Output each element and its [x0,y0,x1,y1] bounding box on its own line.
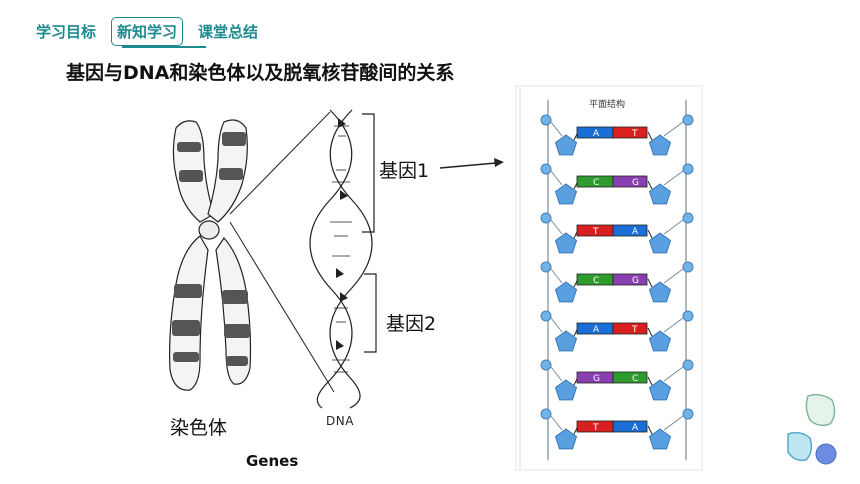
bond-left [550,317,563,333]
phosphate-right [682,114,694,126]
phosphate-right [682,408,694,420]
sugar-right [648,183,672,205]
gene2-bracket [364,273,377,353]
base-link-right [647,327,653,337]
phosphate-left [540,163,552,175]
sugar-left [554,428,578,450]
base-letter-right: G [632,276,639,286]
base-right [612,322,648,335]
top-nav: 学习目标 新知学习 课堂总结 [33,14,273,48]
sugar-left [554,183,578,205]
gene1-label: 基因1 [379,160,430,182]
phosphate-left [540,310,552,322]
bond-left [550,170,563,186]
base-link-right [647,425,653,435]
phosphate-right [682,359,694,371]
phosphate-left [540,212,552,224]
base-right [612,175,648,188]
dna-helix [309,109,373,409]
base-letter-right: T [631,129,638,139]
base-link-right [647,229,653,239]
sugar-right [648,281,672,303]
gene2-label: 基因2 [386,313,437,335]
phosphate-right [682,261,694,273]
base-letter-left: T [592,227,599,237]
bond-right [663,219,684,235]
base-letter-right: G [632,178,639,188]
phosphate-right [682,310,694,322]
arrow-to-structure [439,158,504,169]
base-letter-right: C [632,374,638,384]
sugar-left [554,134,578,156]
zoom-lines [229,111,335,393]
sugar-right [648,232,672,254]
bond-right [663,268,684,284]
page-title: 基因与DNA和染色体以及脱氧核苷酸间的关系 [66,62,455,84]
base-letter-right: A [632,423,639,433]
base-letter-left: A [593,129,600,139]
sugar-left [554,281,578,303]
sugar-left [554,232,578,254]
phosphate-right [682,212,694,224]
sugar-right [648,134,672,156]
base-link-right [647,180,653,190]
base-right [612,420,648,433]
gene1-bracket [362,113,375,233]
tab-class-summary[interactable]: 课堂总结 [198,22,259,41]
base-pairs: A T C G T A C G A T G C T A [540,114,694,450]
bond-left [550,268,563,284]
base-right [612,126,648,139]
bond-left [550,366,563,382]
phosphate-left [540,114,552,126]
active-tab-underline [122,46,206,48]
decorative-blobs [787,393,837,465]
base-right [612,371,648,384]
phosphate-left [540,261,552,273]
base-right [612,273,648,286]
bond-left [550,219,563,235]
genes-label: Genes [246,452,299,470]
flat-structure-title: 平面结构 [589,100,626,110]
chromosome-image [169,119,252,391]
sugar-right [648,330,672,352]
bond-right [663,170,684,186]
dna-label: DNA [326,414,354,428]
base-right [612,224,648,237]
sugar-left [554,330,578,352]
tab-new-knowledge[interactable]: 新知学习 [111,16,184,46]
base-letter-left: T [592,423,599,433]
phosphate-left [540,359,552,371]
bond-right [663,415,684,431]
chromosome-label: 染色体 [170,417,228,439]
base-letter-left: A [593,325,600,335]
base-link-right [647,376,653,386]
phosphate-left [540,408,552,420]
tab-learning-goals[interactable]: 学习目标 [36,22,97,41]
sugar-right [648,428,672,450]
base-letter-left: C [593,178,599,188]
bond-left [550,415,563,431]
bond-left [550,121,563,137]
phosphate-right [682,163,694,175]
sugar-left [554,379,578,401]
base-letter-left: G [593,374,600,384]
bond-right [663,121,684,137]
base-link-right [647,278,653,288]
bond-right [663,317,684,333]
base-letter-left: C [593,276,599,286]
sugar-right [648,379,672,401]
bond-right [663,366,684,382]
base-letter-right: T [631,325,638,335]
base-letter-right: A [632,227,639,237]
base-link-right [647,131,653,141]
